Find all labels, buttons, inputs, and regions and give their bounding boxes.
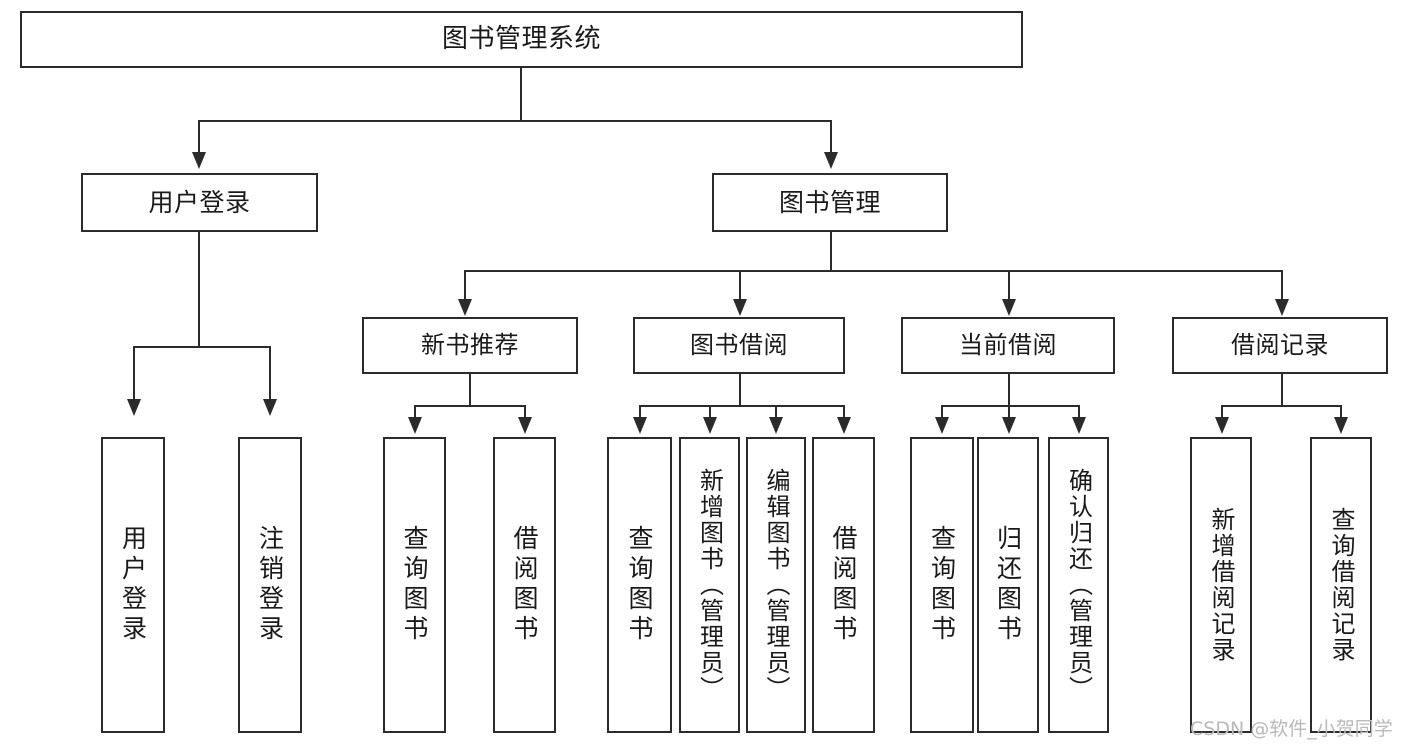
node-new-book-recommendation[interactable]: 新书推荐 bbox=[362, 317, 578, 374]
node-label: 查询借阅记录 bbox=[1327, 507, 1355, 663]
connector-book-manage-drop-2 bbox=[739, 270, 741, 300]
connector-book-borrow-drop-1 bbox=[639, 405, 641, 419]
node-label: 新增借阅记录 bbox=[1207, 507, 1235, 663]
connector-book-borrow-drop-4 bbox=[843, 405, 845, 419]
connector-book-manage-drop-1 bbox=[464, 270, 466, 300]
arrow-borrow-record-child-1 bbox=[1215, 417, 1229, 434]
arrow-new-book-rec-child-2 bbox=[518, 417, 532, 434]
connector-new-book-rec-drop-2 bbox=[524, 405, 526, 419]
node-leaf-confirm-return-admin[interactable]: 确认归还（管理员） bbox=[1048, 437, 1109, 733]
node-label: 查询图书 bbox=[400, 525, 429, 645]
node-label: 归还图书 bbox=[993, 525, 1023, 645]
node-leaf-edit-book-admin[interactable]: 编辑图书（管理员） bbox=[746, 437, 806, 733]
node-leaf-query-borrow-record[interactable]: 查询借阅记录 bbox=[1310, 437, 1372, 733]
connector-root-to-book-manage bbox=[830, 120, 832, 153]
connector-book-borrow-drop-3 bbox=[775, 405, 777, 419]
node-label: 查询图书 bbox=[927, 525, 957, 645]
node-label: 借阅图书 bbox=[510, 525, 539, 645]
node-leaf-query-book-borrow[interactable]: 查询图书 bbox=[607, 437, 672, 733]
connector-book-manage-drop-3 bbox=[1008, 270, 1010, 300]
node-borrow-record[interactable]: 借阅记录 bbox=[1172, 317, 1388, 374]
connector-borrow-record-stem bbox=[1281, 374, 1283, 407]
connector-borrow-record-bus bbox=[1221, 405, 1341, 407]
node-label: 借阅记录 bbox=[1231, 331, 1329, 360]
arrow-root-to-book-manage bbox=[824, 152, 838, 169]
arrow-book-manage-to-current-borrow bbox=[1002, 299, 1016, 316]
connector-book-borrow-drop-2 bbox=[709, 405, 711, 419]
arrow-user-login-child-2 bbox=[263, 399, 277, 416]
arrow-root-to-user-login bbox=[192, 152, 206, 169]
arrow-current-borrow-child-2 bbox=[1002, 417, 1016, 434]
connector-borrow-record-drop-2 bbox=[1340, 405, 1342, 419]
node-leaf-query-book-current[interactable]: 查询图书 bbox=[910, 437, 974, 733]
connector-new-book-rec-stem bbox=[469, 374, 471, 407]
node-book-borrow[interactable]: 图书借阅 bbox=[633, 317, 845, 374]
node-label: 图书管理系统 bbox=[441, 23, 601, 54]
connector-borrow-record-drop-1 bbox=[1221, 405, 1223, 419]
node-label: 查询图书 bbox=[625, 525, 654, 645]
connector-new-book-rec-drop-1 bbox=[414, 405, 416, 419]
connector-user-login-bus bbox=[133, 346, 270, 348]
node-label: 新增图书（管理员） bbox=[695, 468, 724, 702]
connector-current-borrow-drop-2 bbox=[1008, 405, 1010, 419]
arrow-book-manage-to-book-borrow bbox=[733, 299, 747, 316]
arrow-book-borrow-child-1 bbox=[633, 417, 647, 434]
arrow-book-borrow-child-3 bbox=[769, 417, 783, 434]
node-label: 新书推荐 bbox=[421, 331, 519, 360]
node-user-login[interactable]: 用户登录 bbox=[81, 173, 318, 232]
arrow-current-borrow-child-1 bbox=[935, 417, 949, 434]
node-leaf-borrow-book[interactable]: 借阅图书 bbox=[812, 437, 875, 733]
node-leaf-user-login[interactable]: 用户登录 bbox=[101, 437, 165, 733]
node-book-management[interactable]: 图书管理 bbox=[712, 173, 948, 232]
node-leaf-logout[interactable]: 注销登录 bbox=[238, 437, 302, 733]
connector-book-manage-drop-4 bbox=[1281, 270, 1283, 300]
node-label: 编辑图书（管理员） bbox=[762, 468, 790, 702]
node-current-borrow[interactable]: 当前借阅 bbox=[901, 317, 1115, 374]
csdn-watermark: CSDN @软件_小贺同学 bbox=[1190, 718, 1393, 740]
node-label: 注销登录 bbox=[255, 525, 285, 645]
node-leaf-query-book-newrec[interactable]: 查询图书 bbox=[383, 437, 446, 733]
connector-user-login-stem bbox=[198, 232, 200, 348]
arrow-current-borrow-child-3 bbox=[1072, 417, 1086, 434]
arrow-borrow-record-child-2 bbox=[1334, 417, 1348, 434]
connector-current-borrow-drop-3 bbox=[1078, 405, 1080, 419]
connector-current-borrow-stem bbox=[1008, 374, 1010, 407]
connector-current-borrow-bus bbox=[941, 405, 1079, 407]
connector-user-login-drop-2 bbox=[269, 346, 271, 400]
node-leaf-borrow-book-newrec[interactable]: 借阅图书 bbox=[493, 437, 556, 733]
arrow-book-manage-to-borrow-record bbox=[1275, 299, 1289, 316]
node-leaf-add-book-admin[interactable]: 新增图书（管理员） bbox=[679, 437, 740, 733]
connector-root-stem bbox=[520, 68, 522, 121]
node-label: 用户登录 bbox=[148, 187, 251, 217]
node-label: 确认归还（管理员） bbox=[1064, 468, 1093, 702]
arrow-user-login-child-1 bbox=[127, 399, 141, 416]
node-root-book-management-system[interactable]: 图书管理系统 bbox=[20, 11, 1023, 68]
node-leaf-add-borrow-record[interactable]: 新增借阅记录 bbox=[1190, 437, 1252, 733]
node-label: 用户登录 bbox=[118, 525, 148, 645]
arrow-new-book-rec-child-1 bbox=[408, 417, 422, 434]
connector-new-book-rec-bus bbox=[414, 405, 524, 407]
node-label: 当前借阅 bbox=[959, 331, 1057, 360]
connector-root-to-user-login bbox=[198, 120, 200, 153]
connector-book-manage-bus bbox=[464, 270, 1282, 272]
connector-root-bus bbox=[198, 120, 832, 122]
connector-book-borrow-stem bbox=[739, 374, 741, 407]
arrow-book-borrow-child-4 bbox=[837, 417, 851, 434]
node-leaf-return-book[interactable]: 归还图书 bbox=[977, 437, 1039, 733]
connector-current-borrow-drop-1 bbox=[941, 405, 943, 419]
connector-book-borrow-bus bbox=[639, 405, 844, 407]
node-label: 图书借阅 bbox=[690, 331, 788, 360]
node-label: 图书管理 bbox=[778, 187, 881, 217]
arrow-book-borrow-child-2 bbox=[703, 417, 717, 434]
connector-user-login-drop-1 bbox=[133, 346, 135, 400]
node-label: 借阅图书 bbox=[829, 525, 858, 645]
connector-book-manage-stem bbox=[830, 232, 832, 272]
arrow-book-manage-to-new-book-rec bbox=[458, 299, 472, 316]
